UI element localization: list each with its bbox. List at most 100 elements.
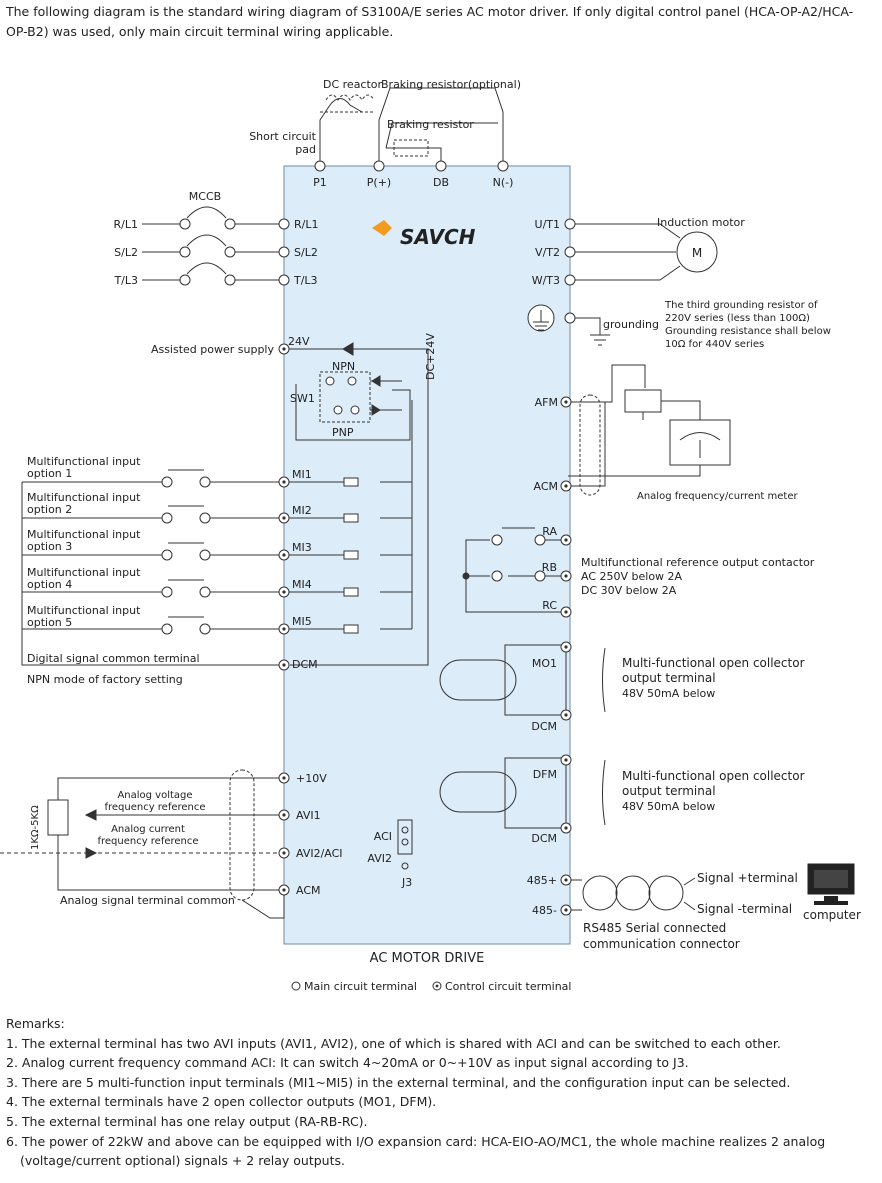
j3-label: J3 bbox=[401, 876, 412, 889]
sw1-label: SW1 bbox=[290, 392, 315, 405]
output-u-t1: U/T1 bbox=[535, 218, 560, 231]
braking-resistor bbox=[393, 139, 429, 157]
output-v-t2: V/T2 bbox=[535, 246, 560, 259]
grounding-note-2: 220V series (less than 100Ω) bbox=[665, 313, 810, 324]
terminal-db: DB bbox=[433, 176, 449, 189]
grounding-label: grounding bbox=[603, 318, 659, 331]
remarks: Remarks: 1. The external terminal has tw… bbox=[6, 1014, 876, 1171]
mo1-desc-1: Multi-functional open collector bbox=[622, 656, 805, 670]
legend-control: Control circuit terminal bbox=[445, 980, 571, 993]
grounding-note-3: Grounding resistance shall below bbox=[665, 326, 831, 337]
short-circuit-label-1: Short circuit bbox=[249, 130, 316, 143]
terminal-afm: AFM bbox=[535, 396, 558, 409]
terminal-rb: RB bbox=[542, 561, 557, 574]
terminal-dfm: DFM bbox=[533, 768, 557, 781]
braking-resistor-label: Braking resistor bbox=[387, 118, 474, 131]
rs485-desc-2: communication connector bbox=[583, 937, 740, 951]
terminal-mi2: MI2 bbox=[292, 504, 312, 517]
terminal-mo1: MO1 bbox=[532, 657, 557, 670]
motor-m-label: M bbox=[692, 246, 702, 260]
remark-item: 3. There are 5 multi-function input term… bbox=[6, 1074, 791, 1090]
drive-t-l3: T/L3 bbox=[293, 274, 318, 287]
terminal-485-plus: 485+ bbox=[527, 874, 557, 887]
terminal-n-minus: N(-) bbox=[493, 176, 514, 189]
current-ref-1: Analog current bbox=[111, 824, 185, 835]
braking-resistor-optional-label: Braking resistor(optional) bbox=[381, 78, 521, 91]
pnp-label: PNP bbox=[332, 426, 354, 439]
logo-text: SAVCH bbox=[400, 225, 476, 249]
input-r-l1: R/L1 bbox=[114, 218, 138, 231]
drive-s-l2: S/L2 bbox=[294, 246, 318, 259]
j3-jumper bbox=[397, 819, 413, 855]
rs485-desc-1: RS485 Serial connected bbox=[583, 921, 726, 935]
terminal-dcm-input: DCM bbox=[292, 658, 318, 671]
terminal-485-minus: 485- bbox=[532, 904, 557, 917]
aci-label: ACI bbox=[374, 830, 392, 843]
meter-label: Analog frequency/current meter bbox=[637, 491, 798, 502]
computer-label: computer bbox=[803, 908, 861, 922]
potentiometer bbox=[47, 799, 69, 836]
mi3-desc-1: Multifunctional input bbox=[27, 528, 141, 541]
terminal-dcm-mo1: DCM bbox=[531, 720, 557, 733]
terminal-mi5: MI5 bbox=[292, 615, 312, 628]
digital-common-label: Digital signal common terminal bbox=[27, 652, 200, 665]
terminal-ra: RA bbox=[542, 525, 557, 538]
v24-label: 24V bbox=[288, 335, 310, 348]
remark-item: 2. Analog current frequency command ACI:… bbox=[6, 1055, 689, 1071]
terminal-dcm-dfm: DCM bbox=[531, 832, 557, 845]
terminal-acm-out: ACM bbox=[533, 480, 558, 493]
grounding-note-1: The third grounding resistor of bbox=[664, 300, 818, 311]
terminal-mi3: MI3 bbox=[292, 541, 312, 554]
terminal-p1: P1 bbox=[313, 176, 327, 189]
voltage-ref-2: frequency reference bbox=[104, 802, 205, 813]
relay-desc-3: DC 30V below 2A bbox=[581, 584, 677, 597]
resistor-range-label: 1KΩ-5KΩ bbox=[30, 805, 41, 850]
legend-main: Main circuit terminal bbox=[304, 980, 417, 993]
signal-plus-label: Signal +terminal bbox=[697, 871, 798, 885]
remarks-title: Remarks: bbox=[6, 1016, 65, 1031]
motor-symbol bbox=[676, 231, 718, 273]
mo1-desc-2: output terminal bbox=[622, 671, 716, 685]
drive-r-l1: R/L1 bbox=[294, 218, 318, 231]
dfm-desc-2: output terminal bbox=[622, 784, 716, 798]
signal-minus-label: Signal -terminal bbox=[697, 902, 792, 916]
meter-resistor bbox=[624, 389, 662, 413]
remark-item: 4. The external terminals have 2 open co… bbox=[6, 1094, 437, 1110]
dc-reactor-coil bbox=[325, 94, 375, 101]
terminal-rc: RC bbox=[542, 599, 557, 612]
mccb-label: MCCB bbox=[189, 190, 221, 203]
npn-label: NPN bbox=[332, 360, 355, 373]
terminal-avi1: AVI1 bbox=[296, 809, 321, 822]
dc24v-label: DC+24V bbox=[424, 333, 437, 380]
mi1-desc-1: Multifunctional input bbox=[27, 455, 141, 468]
savch-logo: SAVCH bbox=[372, 220, 476, 249]
short-circuit-label-2: pad bbox=[295, 143, 316, 156]
input-t-l3: T/L3 bbox=[113, 274, 138, 287]
remark-item: 5. The external terminal has one relay o… bbox=[6, 1113, 368, 1129]
avi2-label: AVI2 bbox=[367, 852, 392, 865]
remark-item: 6. The power of 22kW and above can be eq… bbox=[6, 1133, 826, 1169]
voltage-ref-1: Analog voltage bbox=[117, 790, 192, 801]
intro-text: The following diagram is the standard wi… bbox=[6, 4, 854, 39]
dfm-desc-3: 48V 50mA below bbox=[622, 800, 715, 813]
mi5-desc-2: option 5 bbox=[27, 616, 72, 629]
terminal-mi1: MI1 bbox=[292, 468, 312, 481]
assisted-power-label: Assisted power supply bbox=[151, 343, 275, 356]
dfm-desc-1: Multi-functional open collector bbox=[622, 769, 805, 783]
terminal-acm-in: ACM bbox=[296, 884, 321, 897]
input-s-l2: S/L2 bbox=[114, 246, 138, 259]
mi1-desc-2: option 1 bbox=[27, 467, 72, 480]
drive-title: AC MOTOR DRIVE bbox=[370, 951, 485, 966]
dc-reactor-label: DC reactor bbox=[323, 78, 383, 91]
relay-desc-2: AC 250V below 2A bbox=[581, 570, 683, 583]
remark-item: 1. The external terminal has two AVI inp… bbox=[6, 1035, 781, 1051]
current-ref-2: frequency reference bbox=[97, 836, 198, 847]
mi4-desc-1: Multifunctional input bbox=[27, 566, 141, 579]
mi2-desc-1: Multifunctional input bbox=[27, 491, 141, 504]
output-w-t3: W/T3 bbox=[532, 274, 560, 287]
terminal-avi2-aci: AVI2/ACI bbox=[296, 847, 343, 860]
terminal-p-plus: P(+) bbox=[367, 176, 391, 189]
mi4-desc-2: option 4 bbox=[27, 578, 72, 591]
induction-motor-label: Induction motor bbox=[657, 216, 745, 229]
wiring-diagram: SAVCH DC reactor Braking resist bbox=[0, 78, 861, 993]
